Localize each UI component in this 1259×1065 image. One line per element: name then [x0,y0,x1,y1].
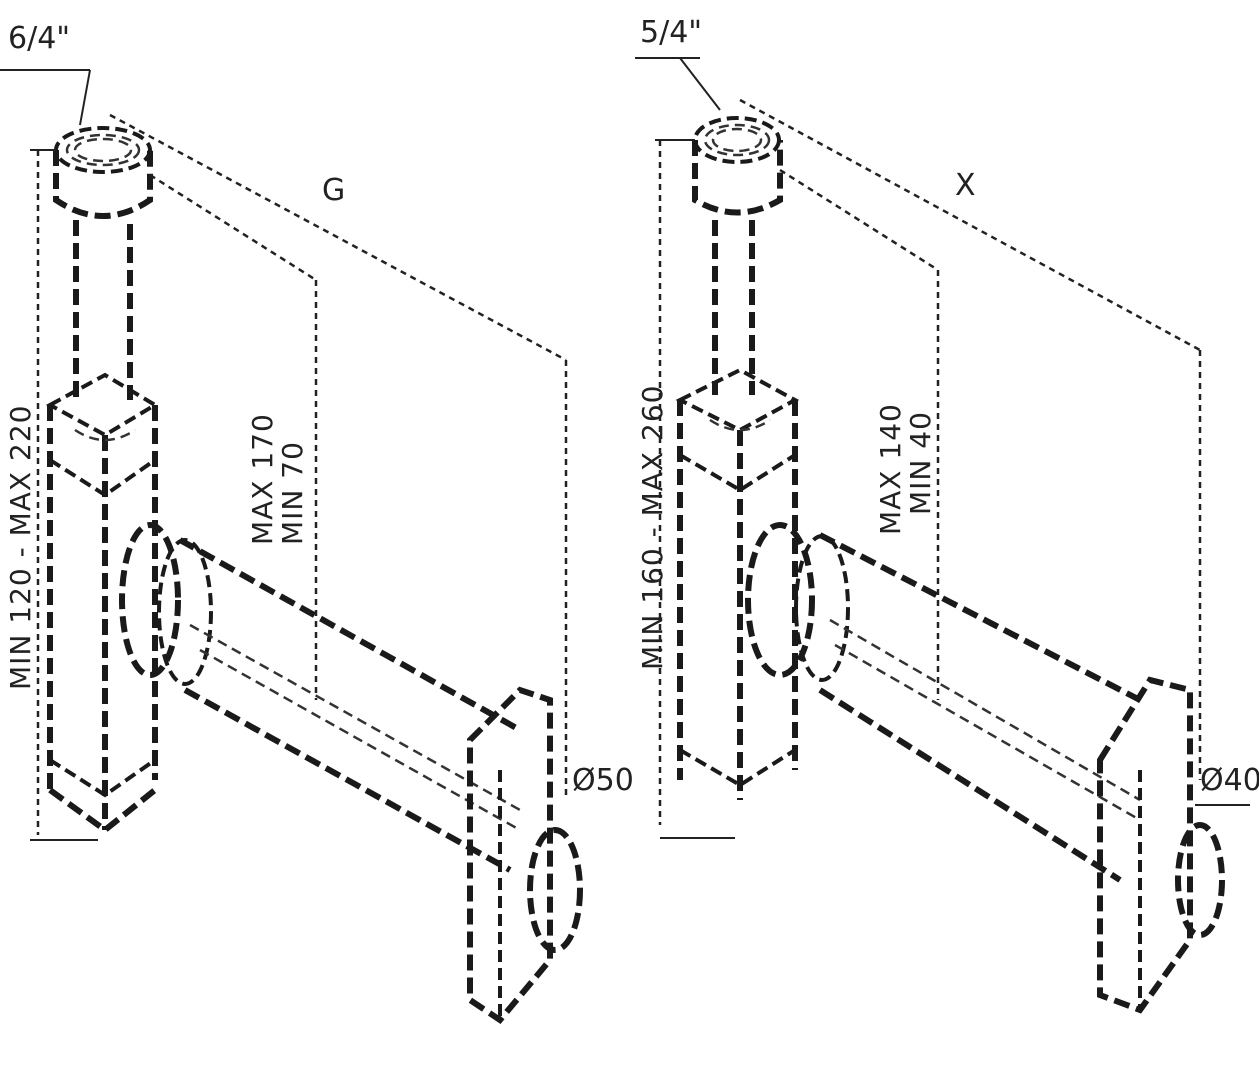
left-dimension-lines [0,69,568,841]
right-reach-min: MIN 40 [904,411,937,515]
left-outlet-pipe [119,522,522,873]
right-wall-flange [1097,676,1225,1014]
left-wall-flange [467,686,583,1024]
left-reach-min: MIN 70 [276,441,309,545]
left-thread-nut [53,126,153,219]
right-outlet-label: Ø40 [1200,763,1259,798]
right-vertical-dimension: MIN 160 - MAX 260 [636,385,669,670]
right-siphon-figure: 5/4" X MIN 160 - MAX 260 MAX 140 MIN 40 … [635,15,1259,1014]
left-siphon-figure: 6/4" G MIN 120 - MAX 220 MAX 170 MIN 70 … [0,21,634,1024]
right-thread-nut [692,116,783,216]
left-length-label: G [322,173,345,208]
left-reach-max: MAX 170 [246,413,279,545]
right-reach-max: MAX 140 [874,403,907,535]
right-bottle-body [675,367,800,800]
left-vertical-tube [73,220,133,400]
left-outlet-label: Ø50 [572,763,634,798]
left-thread-label: 6/4" [8,21,70,56]
right-length-label: X [955,168,976,203]
right-dimension-lines [635,57,1250,839]
right-vertical-tube [712,220,755,395]
right-outlet-pipe [745,522,1142,883]
left-vertical-dimension: MIN 120 - MAX 220 [4,405,37,690]
right-thread-label: 5/4" [640,15,702,50]
left-bottle-body [45,372,159,834]
